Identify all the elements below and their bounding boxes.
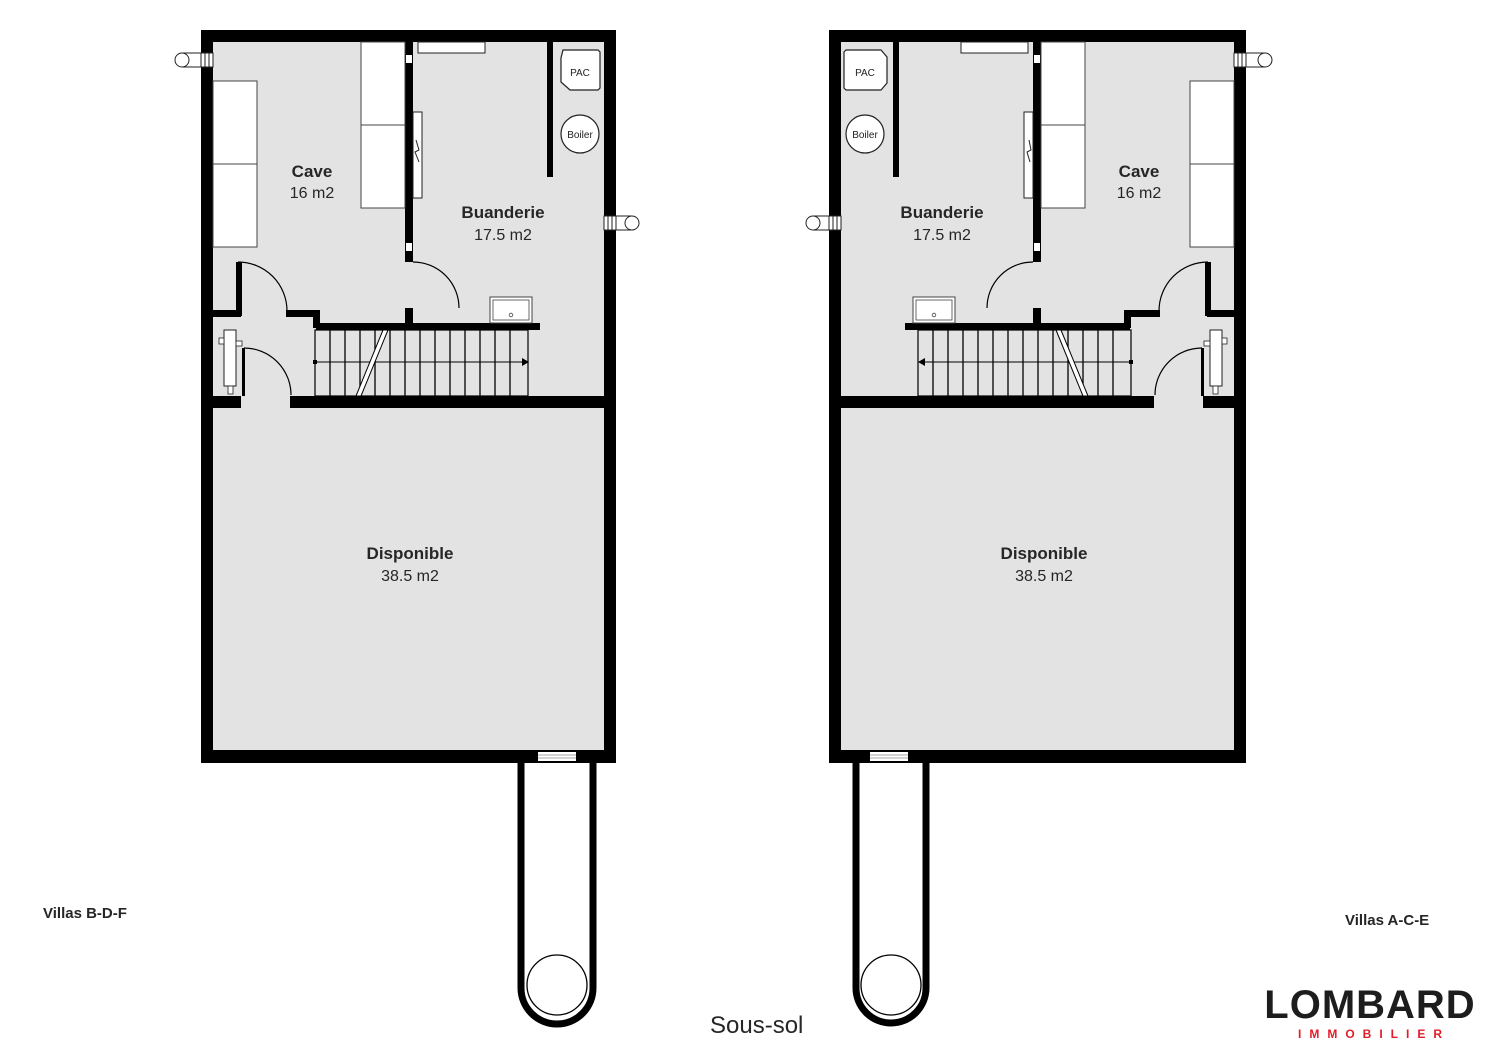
boiler-icon bbox=[560, 114, 600, 154]
boiler-label: Boiler bbox=[567, 130, 593, 141]
boiler-icon bbox=[845, 114, 885, 154]
room-name-disponible: Disponible bbox=[1001, 544, 1088, 563]
room-area-cave: 16 m2 bbox=[1117, 185, 1162, 202]
plan-right: Cave 16 m2 Buanderie 17.5 m2 Disponible … bbox=[805, 30, 1273, 1027]
villa-label-right: Villas A-C-E bbox=[1345, 912, 1430, 929]
room-name-buanderie: Buanderie bbox=[900, 203, 983, 222]
room-area-buanderie: 17.5 m2 bbox=[474, 227, 532, 244]
room-name-cave: Cave bbox=[1119, 162, 1160, 181]
light-well-icon bbox=[852, 763, 930, 1027]
pac-label: PAC bbox=[855, 68, 875, 79]
boiler-label: Boiler bbox=[852, 130, 878, 141]
logo-tagline: IMMOBILIER bbox=[1298, 1027, 1450, 1041]
heat-pump-icon bbox=[843, 49, 888, 91]
light-well-icon bbox=[517, 763, 597, 1028]
plan-left: Cave 16 m2 Buanderie 17.5 m2 Disponible … bbox=[174, 30, 640, 1028]
radiator-icon bbox=[223, 329, 237, 387]
pac-label: PAC bbox=[570, 68, 590, 79]
room-area-disponible: 38.5 m2 bbox=[381, 568, 439, 585]
heat-pump-icon bbox=[560, 49, 601, 91]
room-name-cave: Cave bbox=[292, 162, 333, 181]
logo-wordmark: LOMBARD bbox=[1264, 983, 1476, 1027]
room-name-disponible: Disponible bbox=[367, 544, 454, 563]
room-name-buanderie: Buanderie bbox=[461, 203, 544, 222]
room-area-cave: 16 m2 bbox=[290, 185, 335, 202]
room-area-disponible: 38.5 m2 bbox=[1015, 568, 1073, 585]
level-title: Sous-sol bbox=[710, 1012, 804, 1039]
villa-label-left: Villas B-D-F bbox=[43, 905, 127, 922]
staircase-icon bbox=[313, 329, 529, 397]
room-area-buanderie: 17.5 m2 bbox=[913, 227, 971, 244]
electric-panel-icon bbox=[1023, 111, 1034, 199]
radiator-icon bbox=[1209, 329, 1223, 387]
electric-panel-icon bbox=[412, 111, 423, 199]
staircase-icon bbox=[917, 329, 1133, 397]
company-logo: LOMBARD IMMOBILIER bbox=[1262, 985, 1478, 1041]
